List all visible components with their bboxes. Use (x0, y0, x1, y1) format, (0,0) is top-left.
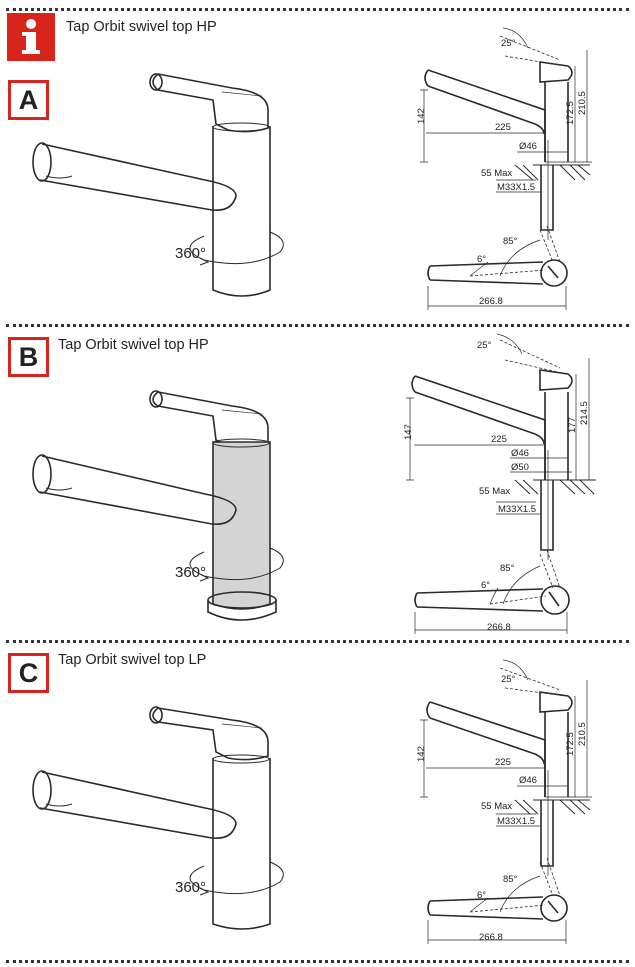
plan-view-a (427, 225, 568, 310)
plan-small-angle-c: 6° (477, 890, 486, 901)
plan-view-c (427, 857, 568, 944)
dim-angle-a: 25° (501, 38, 516, 49)
dim-height-spout-a: 142 (416, 108, 427, 124)
dim-thread-c: M33X1.5 (497, 816, 535, 827)
plan-length-b: 266.8 (487, 622, 511, 633)
dim-body-dia-a: Ø46 (519, 141, 537, 152)
info-icon (7, 13, 55, 61)
plan-small-angle-b: 6° (481, 580, 490, 591)
dim-max-c: 55 Max (481, 801, 512, 812)
plan-small-angle-a: 6° (477, 254, 486, 265)
rotation-label-b: 360° (175, 564, 206, 581)
plan-angle-a: 85° (503, 236, 518, 247)
dim-height-spout-b: 147 (403, 424, 414, 440)
separator-bottom (6, 960, 629, 963)
dim-h-b-a: 210.5 (577, 91, 588, 115)
dim-max-a: 55 Max (481, 168, 512, 179)
dim-reach-a: 225 (495, 122, 511, 133)
dim-body-dia-b: Ø46 (511, 448, 529, 459)
plan-angle-b: 85° (500, 563, 515, 574)
side-view-c (420, 659, 592, 876)
side-view-a (420, 27, 592, 240)
dim-max-b: 55 Max (479, 486, 510, 497)
dim-h-b-c: 210.5 (577, 722, 588, 746)
plan-view-b (414, 549, 570, 634)
plan-length-a: 266.8 (479, 296, 503, 307)
section-label-c: C (8, 653, 49, 693)
section-label-b: B (8, 337, 49, 377)
dim-h-a-a: 172.5 (565, 101, 576, 125)
section-title-a: Tap Orbit swivel top HP (66, 19, 217, 35)
section-title-c: Tap Orbit swivel top LP (58, 652, 207, 668)
separator-top (6, 8, 629, 11)
tap-perspective-b (32, 390, 284, 621)
dim-base-dia-b: Ø50 (511, 462, 529, 473)
tap-perspective-a (32, 73, 284, 297)
section-label-a: A (8, 80, 49, 120)
dim-height-spout-c: 142 (416, 746, 427, 762)
side-view-b (406, 333, 596, 560)
dim-reach-b: 225 (491, 434, 507, 445)
dim-h-a-b: 177 (567, 417, 578, 433)
dim-body-dia-c: Ø46 (519, 775, 537, 786)
dim-angle-b: 25° (477, 340, 492, 351)
rotation-label-a: 360° (175, 245, 206, 262)
separator-1 (6, 324, 629, 327)
section-title-b: Tap Orbit swivel top HP (58, 337, 209, 353)
plan-angle-c: 85° (503, 874, 518, 885)
plan-length-c: 266.8 (479, 932, 503, 943)
dim-h-b-b: 214.5 (579, 401, 590, 425)
dim-reach-c: 225 (495, 757, 511, 768)
dim-thread-b: M33X1.5 (498, 504, 536, 515)
separator-2 (6, 640, 629, 643)
dim-angle-c: 25° (501, 674, 516, 685)
dim-thread-a: M33X1.5 (497, 182, 535, 193)
rotation-label-c: 360° (175, 879, 206, 896)
tap-perspective-c (32, 706, 284, 930)
dim-h-a-c: 172.5 (565, 732, 576, 756)
